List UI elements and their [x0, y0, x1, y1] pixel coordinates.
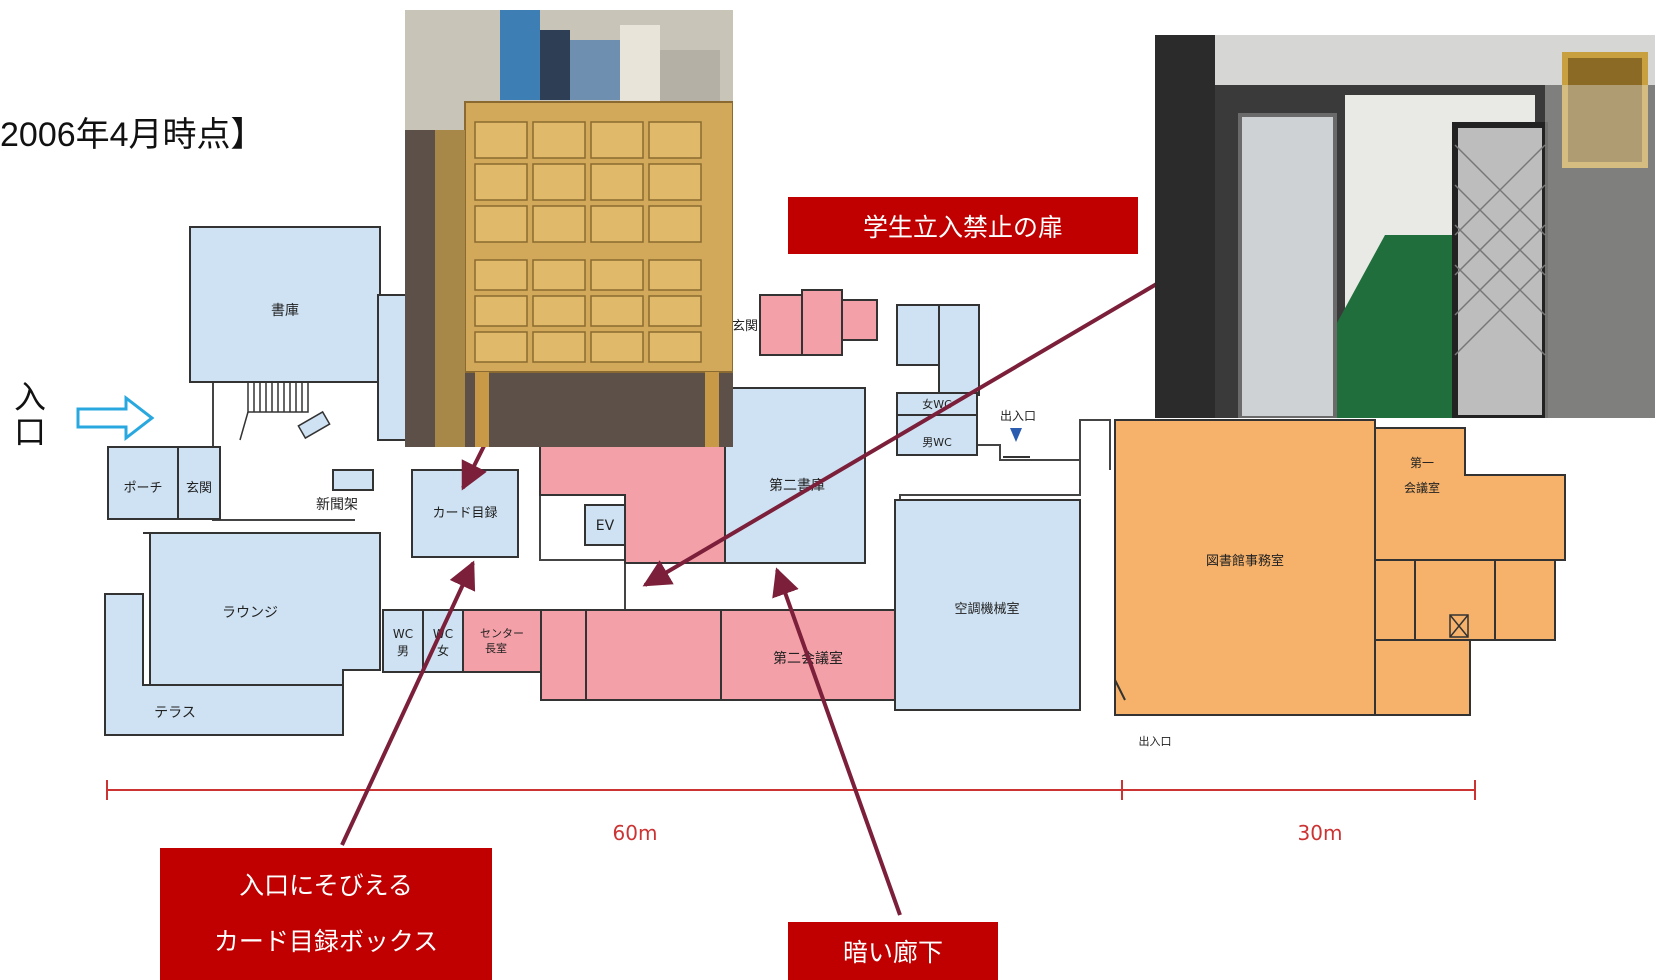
room-pink-lower-1	[540, 609, 587, 701]
label-second-stacks: 第二書庫	[769, 477, 825, 494]
stairs	[239, 381, 331, 441]
room-pink-top-3	[841, 299, 878, 341]
label-director-2: 長室	[485, 641, 507, 655]
room-front-entry-left	[177, 446, 221, 520]
label-wc-men-1: WC	[393, 627, 413, 641]
label-director-1: センター	[480, 627, 524, 640]
arrow-callout-to-card-catalog	[340, 560, 476, 846]
room-hvac	[894, 499, 1081, 711]
label-wc-women-2: 女	[437, 643, 449, 658]
label-terrace: テラス	[154, 705, 196, 721]
arrow-door-to-corridor	[642, 280, 1162, 587]
room-lounge	[143, 532, 381, 691]
label-stacks: 書庫	[271, 302, 299, 319]
room-pink-top-1	[759, 294, 803, 356]
room-pink-lower-2	[585, 609, 722, 701]
room-ev	[584, 504, 626, 546]
room-pink-top-2	[801, 289, 843, 356]
label-library-office: 図書館事務室	[1206, 553, 1284, 569]
room-stacks-annex	[377, 294, 409, 441]
label-mens-wc: 男WC	[922, 436, 952, 449]
restricted-door-photo	[1155, 35, 1655, 418]
exit-marker-bottom	[1114, 679, 1126, 701]
entrance-arrow-icon	[76, 394, 155, 442]
room-office-sub-4	[1374, 639, 1471, 716]
label-first-meeting-1: 第一	[1410, 456, 1434, 470]
label-card-catalog: カード目録	[432, 506, 497, 521]
entrance-label-bottom: 口	[14, 413, 47, 451]
callout-card-box-line2: カード目録ボックス	[213, 927, 439, 956]
label-front-entry-left: 玄関	[186, 481, 212, 496]
label-exit-top: 出入口	[1000, 409, 1036, 423]
room-stacks	[189, 226, 381, 383]
label-wc-men-2: 男	[397, 644, 409, 658]
scale-label-60m: 60m	[613, 821, 658, 845]
room-wc-women	[422, 609, 464, 673]
label-newspaper-rack: 新聞架	[316, 497, 358, 513]
corridor-outline-3	[975, 444, 1080, 461]
callout-student-door: 学生立入禁止の扉	[788, 197, 1138, 254]
room-pink-upper	[539, 439, 726, 564]
label-porch: ポーチ	[123, 481, 162, 496]
scale-bar	[106, 780, 1476, 800]
room-top-closet-2	[938, 304, 980, 396]
label-exit-bottom: 出入口	[1139, 734, 1172, 748]
room-newspaper-rack	[332, 469, 374, 491]
label-ev: EV	[596, 518, 615, 534]
label-lounge: ラウンジ	[222, 605, 278, 621]
entrance-label-top: 入	[14, 378, 47, 416]
callout-card-box-line1: 入口にそびえる	[239, 871, 413, 900]
exit-marker-top	[1010, 428, 1022, 442]
room-terrace	[104, 593, 344, 736]
room-office-sub-1	[1374, 559, 1416, 641]
scale-label-30m: 30m	[1298, 821, 1343, 845]
label-hvac: 空調機械室	[954, 601, 1019, 617]
room-mens-wc	[896, 414, 978, 456]
label-first-meeting-2: 会議室	[1404, 480, 1440, 495]
room-office-sub-3	[1494, 559, 1556, 641]
room-wc-men	[382, 609, 424, 673]
room-director	[462, 609, 542, 673]
page-title: 2006年4月時点】	[0, 116, 265, 154]
callout-dark-corridor: 暗い廊下	[788, 922, 998, 980]
room-second-stacks	[724, 387, 866, 564]
callout-card-box: 入口にそびえる カード目録ボックス	[160, 848, 492, 980]
room-library-office	[1114, 419, 1376, 716]
label-front-entry-top: 玄関	[732, 319, 758, 334]
cabinet-drawers	[464, 101, 733, 447]
card-catalog-photo	[405, 10, 733, 447]
room-top-closet	[896, 304, 940, 366]
arrow-callout-to-corridor	[772, 567, 902, 916]
